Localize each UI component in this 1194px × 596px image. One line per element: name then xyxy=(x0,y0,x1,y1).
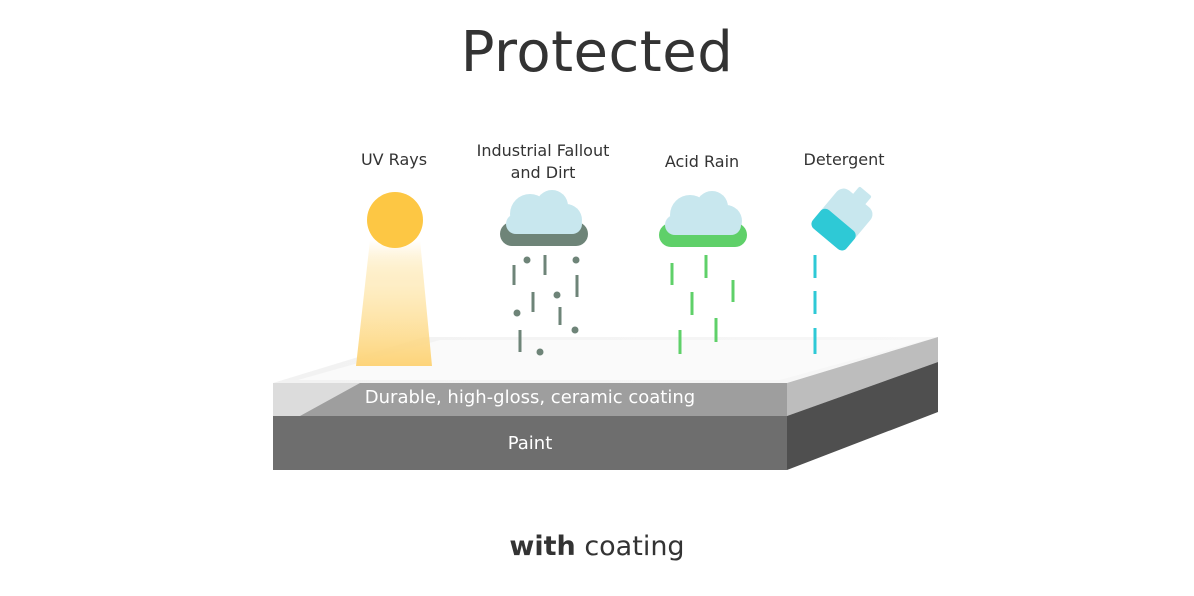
detergent-label: Detergent xyxy=(803,150,885,169)
paint-front-face xyxy=(273,416,787,470)
uv-beam xyxy=(356,240,432,366)
paint-side-face xyxy=(787,362,938,470)
acid-rain-drops xyxy=(670,255,735,354)
coating-front-highlight xyxy=(273,383,360,416)
sun-icon xyxy=(367,192,423,248)
coating-side-face xyxy=(787,337,938,416)
coating-top-inner xyxy=(298,340,925,380)
page-title: Protected xyxy=(460,20,734,85)
detergent-bottle-icon xyxy=(811,187,873,251)
coating-layer-label: Durable, high-gloss, ceramic coating xyxy=(364,387,696,408)
fallout-cloud-icon xyxy=(500,190,588,246)
fallout-particles xyxy=(512,255,580,356)
uv-rays-label: UV Rays xyxy=(360,150,428,169)
industrial-fallout-label: Industrial Fallout and Dirt xyxy=(476,141,610,182)
footer-bold-text: with xyxy=(509,531,576,562)
coating-front-face xyxy=(273,383,787,416)
paint-layer-label: Paint xyxy=(507,433,553,454)
acid-cloud-icon xyxy=(659,191,747,247)
acid-rain-label: Acid Rain xyxy=(664,152,740,171)
footer-caption: with coating xyxy=(0,527,1194,567)
footer-rest-text: coating xyxy=(575,531,685,562)
